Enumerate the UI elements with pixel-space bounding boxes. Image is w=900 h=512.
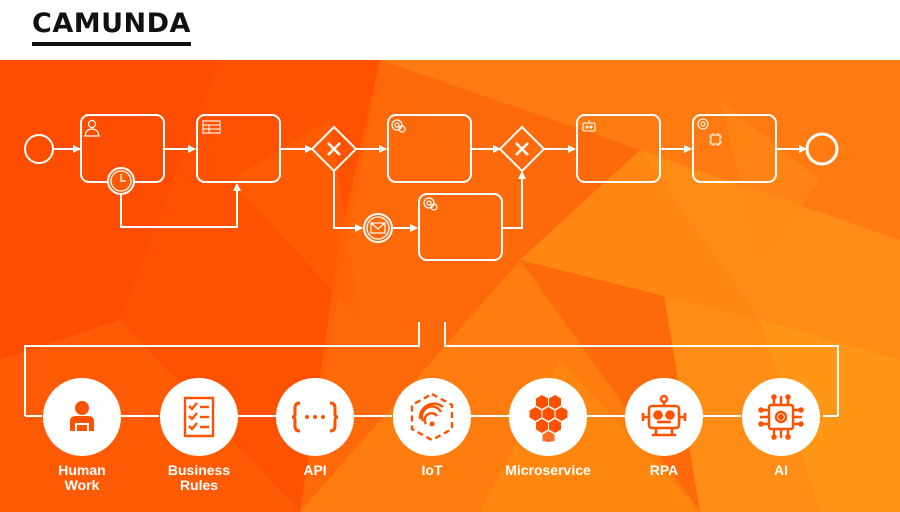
iot-signal-icon xyxy=(393,378,471,456)
gear-icon xyxy=(423,197,438,211)
header: CAMUNDA xyxy=(0,0,900,60)
gear-chip-icon xyxy=(697,118,722,146)
integration-label: IoT xyxy=(421,462,443,478)
hexagon-cluster-icon xyxy=(509,378,587,456)
integration-ai[interactable]: AI xyxy=(721,378,841,478)
user-icon xyxy=(84,119,100,137)
integration-label: API xyxy=(303,462,327,478)
gear-icon xyxy=(391,119,406,133)
bpmn-diagram xyxy=(24,114,839,417)
message-intermediate-event[interactable] xyxy=(363,213,393,243)
timer-boundary-event[interactable] xyxy=(107,167,135,195)
integration-microservice[interactable]: Microservice xyxy=(488,378,608,478)
robot-icon xyxy=(582,120,596,132)
exclusive-gateway-2[interactable] xyxy=(498,125,546,173)
checklist-icon xyxy=(160,378,238,456)
integration-label: Business Rules xyxy=(167,462,231,493)
api-braces-icon xyxy=(276,378,354,456)
task-business-rule[interactable] xyxy=(196,114,281,183)
robot-icon xyxy=(625,378,703,456)
task-service-1[interactable] xyxy=(387,114,472,183)
integration-label: AI xyxy=(774,462,788,478)
integration-label: Microservice xyxy=(505,462,591,478)
integration-iot[interactable]: IoT xyxy=(372,378,492,478)
end-event[interactable] xyxy=(805,132,839,166)
start-event[interactable] xyxy=(24,134,54,164)
camunda-logo[interactable]: CAMUNDA xyxy=(32,8,191,46)
integration-bracket xyxy=(24,322,839,417)
human-work-icon xyxy=(43,378,121,456)
integration-rpa[interactable]: RPA xyxy=(604,378,724,478)
task-rpa[interactable] xyxy=(576,114,661,183)
integration-label: Human Work xyxy=(58,462,106,493)
integration-business-rules[interactable]: Business Rules xyxy=(139,378,259,493)
chip-icon xyxy=(742,378,820,456)
task-service-2[interactable] xyxy=(418,193,503,261)
table-icon xyxy=(202,120,221,134)
exclusive-gateway-1[interactable] xyxy=(310,125,358,173)
integration-human-work[interactable]: Human Work xyxy=(22,378,142,493)
hero-banner: Human Work Business Rules API xyxy=(0,60,900,512)
task-ai[interactable] xyxy=(692,114,777,183)
integration-api[interactable]: API xyxy=(255,378,375,478)
integration-label: RPA xyxy=(649,462,679,478)
